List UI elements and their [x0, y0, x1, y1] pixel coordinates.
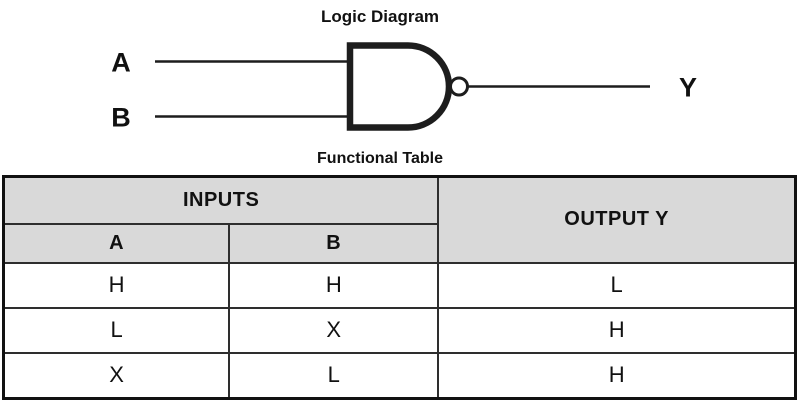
input-label-a: A: [111, 48, 131, 78]
input-label-b: B: [111, 103, 131, 133]
table-cell: H: [437, 306, 797, 354]
diagram-title: Logic Diagram: [320, 7, 440, 26]
header-inputs: INPUTS: [2, 175, 440, 225]
table-cell: H: [437, 351, 797, 399]
table-cell: H: [228, 261, 440, 309]
inverter-bubble-icon: [449, 76, 469, 97]
table-cell: L: [437, 261, 797, 309]
table-cell: X: [2, 351, 231, 399]
header-output-y: OUTPUT Y: [437, 175, 797, 264]
table-cell: H: [2, 261, 231, 309]
table-cell: L: [228, 351, 440, 399]
table-cell: X: [228, 306, 440, 354]
table-row: X L H: [2, 351, 797, 399]
nand-gate-body: [346, 42, 453, 131]
table-title: Functional Table: [317, 150, 443, 167]
output-label-y: Y: [679, 73, 697, 103]
table-row: L X H: [2, 306, 797, 354]
table-row: H H L: [2, 261, 797, 309]
table-cell: L: [2, 306, 231, 354]
functional-table: INPUTS OUTPUT Y A B H H L L X H X L H: [2, 175, 797, 400]
header-col-b: B: [228, 222, 440, 264]
nand-gate-diagram: A B Y: [111, 42, 697, 133]
header-col-a: A: [2, 222, 231, 264]
